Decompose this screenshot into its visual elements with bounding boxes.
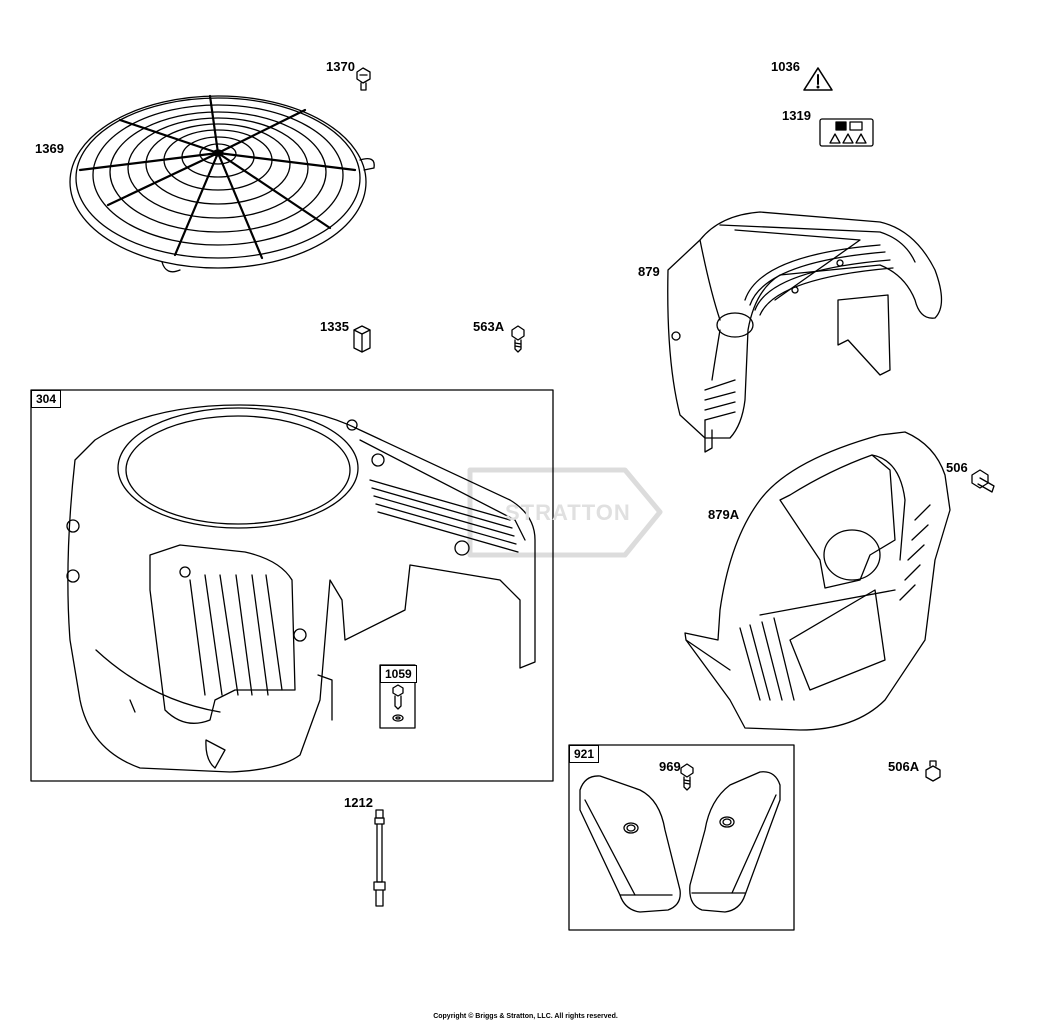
label-304: 304 <box>31 390 62 408</box>
label-563A: 563A <box>473 319 505 334</box>
label-1369: 1369 <box>35 141 64 156</box>
part-1335-nut <box>353 325 371 353</box>
part-1059-screw-and-washer <box>392 684 404 722</box>
label-1059: 1059 <box>380 665 417 683</box>
part-879A-shroud <box>684 431 951 731</box>
label-1370: 1370 <box>326 59 355 74</box>
label-1335: 1335 <box>320 319 349 334</box>
part-563A-screw <box>511 325 525 353</box>
label-1212: 1212 <box>344 795 373 810</box>
part-921-covers <box>579 771 781 913</box>
watermark-text: STRATTON <box>505 500 631 525</box>
label-921: 921 <box>569 745 600 763</box>
part-506-bolt <box>971 469 995 493</box>
label-506A: 506A <box>888 759 920 774</box>
part-304-box <box>30 389 554 782</box>
copyright-notice: Copyright © Briggs & Stratton, LLC. All … <box>433 1013 618 1020</box>
warning-triangle-icon <box>803 67 833 91</box>
label-879: 879 <box>638 264 660 279</box>
part-879-shroud <box>667 211 943 453</box>
part-1370-bolt <box>356 67 371 91</box>
part-304-blower-housing <box>66 404 536 773</box>
part-1212-stud <box>373 809 386 907</box>
label-879A: 879A <box>708 507 740 522</box>
part-506A-bolt <box>925 760 941 782</box>
label-969: 969 <box>659 759 681 774</box>
watermark-logo <box>467 467 663 558</box>
safety-decal-icon <box>819 118 874 147</box>
part-969-screw <box>680 763 694 791</box>
part-921-box <box>568 744 795 931</box>
label-1319: 1319 <box>782 108 811 123</box>
label-1036: 1036 <box>771 59 800 74</box>
part-1369-grille <box>69 94 375 273</box>
label-506: 506 <box>946 460 968 475</box>
